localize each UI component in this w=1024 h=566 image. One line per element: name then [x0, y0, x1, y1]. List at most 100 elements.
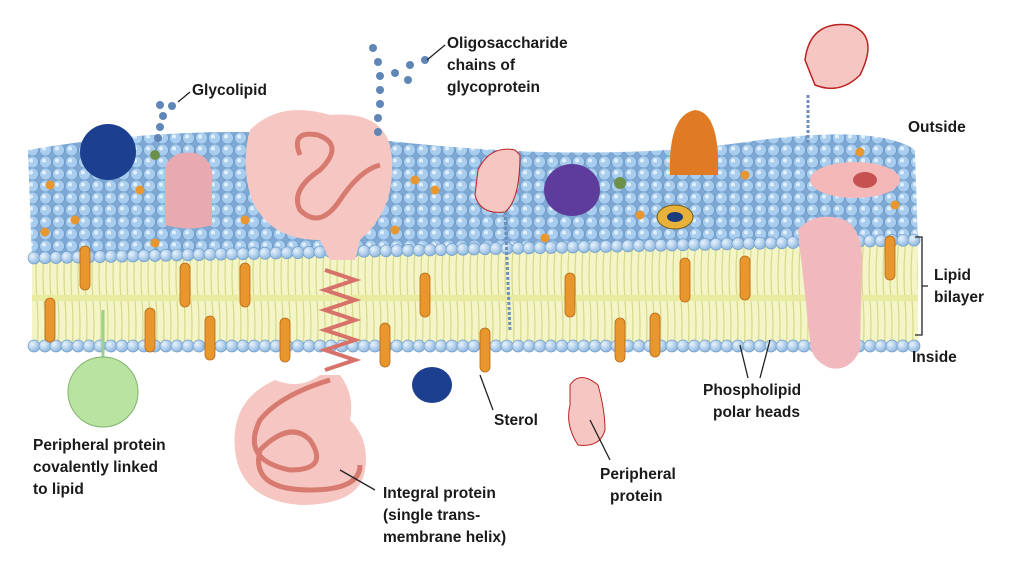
polar-head — [665, 238, 679, 252]
polar-head — [522, 241, 536, 255]
inner-blue-protein — [412, 367, 452, 403]
polar-head — [445, 243, 459, 256]
polar-head — [522, 339, 536, 353]
polar-head — [588, 240, 602, 253]
polar-head — [258, 246, 272, 260]
bilayer-midline — [32, 295, 918, 301]
polar-head — [49, 251, 63, 264]
polar-head — [434, 243, 448, 257]
polar-head — [709, 237, 723, 251]
polar-head — [907, 233, 921, 247]
polar-head — [357, 244, 371, 258]
polar-head — [390, 339, 404, 353]
polar-head — [544, 241, 558, 254]
sterol-head — [40, 227, 50, 237]
transmembrane-helix — [318, 268, 362, 372]
polar-head — [786, 339, 800, 353]
polar-head — [434, 339, 448, 353]
polar-head — [797, 339, 811, 353]
polar-head — [423, 339, 437, 353]
sterol-head — [150, 238, 160, 248]
polar-head — [687, 238, 701, 251]
polar-head — [632, 339, 646, 353]
integral-protein-inner-domain — [234, 375, 366, 505]
polar-head — [676, 339, 690, 353]
polar-head — [588, 339, 602, 353]
sterol — [419, 272, 431, 318]
label-outside: Outside — [908, 119, 966, 136]
polar-head — [533, 339, 547, 353]
polar-head — [720, 339, 734, 353]
polar-head — [555, 240, 569, 254]
polar-head — [214, 339, 228, 353]
bilayer-bracket — [915, 236, 928, 336]
polar-head — [764, 236, 778, 250]
polar-head — [258, 339, 272, 353]
polar-head — [445, 339, 459, 353]
polar-head — [599, 239, 613, 253]
sterol — [239, 262, 251, 308]
polar-head — [643, 239, 657, 252]
sterol — [679, 257, 691, 303]
peripheral-protein-outer — [474, 148, 521, 213]
polar-head — [786, 236, 800, 249]
polar-head — [577, 339, 591, 353]
sterol — [179, 262, 191, 308]
polar-head — [170, 339, 184, 353]
sterol — [739, 255, 751, 301]
polar-head — [698, 339, 712, 353]
polar-head — [753, 339, 767, 353]
polar-head — [412, 339, 426, 353]
polar-head — [126, 339, 140, 353]
polar-head — [104, 339, 118, 353]
polar-head — [423, 243, 437, 257]
polar-head — [126, 249, 140, 263]
polar-head — [104, 250, 118, 263]
inner-protein-chain — [251, 377, 363, 493]
polar-head — [148, 249, 162, 262]
polar-head — [566, 240, 580, 254]
polar-head — [159, 339, 173, 353]
sterol — [279, 317, 291, 363]
polar-head — [544, 339, 558, 353]
polar-head — [368, 244, 382, 258]
sterol-head — [430, 185, 440, 195]
label-glycolipid: Glycolipid — [192, 82, 267, 99]
pink-protein — [165, 152, 213, 229]
dark-blue-protein — [80, 124, 136, 180]
label-inside: Inside — [912, 349, 957, 366]
sterol-head — [635, 210, 645, 220]
sterol-molecules — [44, 235, 896, 373]
polar-head — [621, 239, 635, 253]
polar-head — [225, 339, 239, 353]
protein-chain — [294, 131, 381, 221]
inner-polar-heads — [27, 339, 921, 353]
polar-head — [302, 246, 316, 259]
oligosaccharide-chain — [369, 44, 429, 136]
polar-head — [269, 246, 283, 260]
sterol — [44, 297, 56, 343]
integral-pink-protein — [798, 216, 862, 369]
polar-head — [896, 339, 910, 353]
polar-head — [467, 242, 481, 256]
sterol — [614, 317, 626, 363]
polar-head — [599, 339, 613, 353]
sterol — [79, 245, 91, 291]
peripheral-protein-inner — [568, 377, 606, 446]
polar-head — [27, 339, 41, 353]
polar-head — [456, 339, 470, 353]
surface-sterol-heads — [40, 147, 900, 248]
channel-protein — [667, 212, 683, 222]
polar-head — [731, 237, 745, 251]
polar-head — [478, 242, 492, 256]
polar-head — [236, 247, 250, 261]
green-peripheral-protein — [67, 356, 139, 428]
polar-head — [60, 339, 74, 353]
sterol-head — [890, 200, 900, 210]
sterol-head — [390, 225, 400, 235]
polar-head — [280, 246, 294, 260]
sterol-head — [45, 180, 55, 190]
polar-head — [357, 339, 371, 353]
